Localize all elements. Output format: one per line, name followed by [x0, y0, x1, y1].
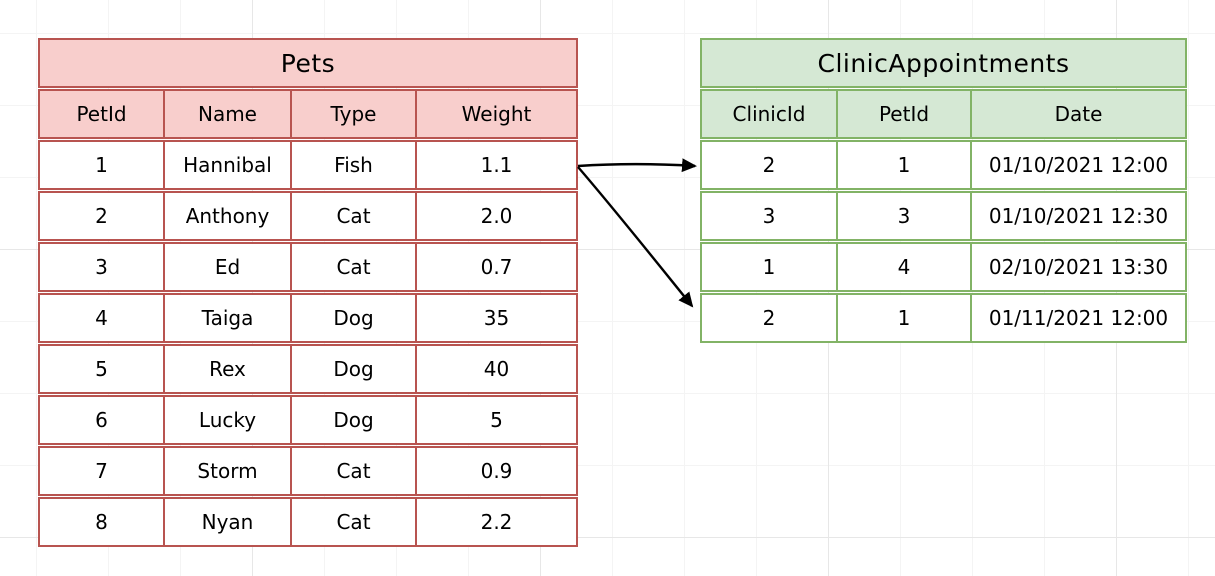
table-cell[interactable]: 01/10/2021 12:30 — [988, 204, 1169, 228]
column-header[interactable]: PetId — [40, 91, 165, 137]
table-cell[interactable]: 1 — [838, 142, 972, 188]
table-cell[interactable]: 2 — [40, 193, 165, 239]
table-cell[interactable]: Cat — [292, 448, 417, 494]
column-header[interactable]: ClinicId — [702, 91, 838, 137]
table-cell[interactable]: 1 — [40, 142, 165, 188]
relation-arrow-pets1-to-appointment4[interactable] — [577, 166, 694, 308]
table-cell[interactable]: Cat — [292, 193, 417, 239]
column-header[interactable]: PetId — [838, 91, 972, 137]
table-cell[interactable]: 1.1 — [480, 153, 513, 177]
table-cell[interactable]: 8 — [40, 499, 165, 545]
table-cell[interactable]: 40 — [483, 357, 510, 381]
pets-table-title[interactable]: Pets — [38, 38, 578, 88]
table-cell[interactable]: 1 — [838, 295, 972, 341]
column-header[interactable]: Date — [1054, 102, 1103, 126]
table-cell[interactable]: Hannibal — [165, 142, 292, 188]
column-header[interactable]: Name — [165, 91, 292, 137]
table-cell[interactable]: Rex — [165, 346, 292, 392]
table-cell[interactable]: Nyan — [165, 499, 292, 545]
relation-arrow-pets1-to-appointment1[interactable] — [577, 158, 697, 173]
table-cell[interactable]: 01/10/2021 12:00 — [988, 153, 1169, 177]
table-cell[interactable]: 6 — [40, 397, 165, 443]
table-cell[interactable]: Storm — [165, 448, 292, 494]
table-cell[interactable]: 4 — [40, 295, 165, 341]
table-cell[interactable]: 01/11/2021 12:00 — [988, 306, 1169, 330]
table-cell[interactable]: 2 — [702, 295, 838, 341]
column-header[interactable]: Type — [292, 91, 417, 137]
table-cell[interactable]: 0.9 — [480, 459, 513, 483]
table-cell[interactable]: 3 — [702, 193, 838, 239]
column-header[interactable]: Weight — [461, 102, 532, 126]
table-cell[interactable]: 35 — [483, 306, 510, 330]
table-cell[interactable]: Anthony — [165, 193, 292, 239]
table-cell[interactable]: Lucky — [165, 397, 292, 443]
table-cell[interactable]: Dog — [292, 295, 417, 341]
table-cell[interactable]: Fish — [292, 142, 417, 188]
table-cell[interactable]: 7 — [40, 448, 165, 494]
table-cell[interactable]: 3 — [40, 244, 165, 290]
table-cell[interactable]: 2 — [702, 142, 838, 188]
table-cell[interactable]: Dog — [292, 346, 417, 392]
clinic-appointments-table-title[interactable]: ClinicAppointments — [700, 38, 1187, 88]
table-cell[interactable]: Ed — [165, 244, 292, 290]
table-cell[interactable]: 5 — [490, 408, 503, 432]
table-cell[interactable]: 5 — [40, 346, 165, 392]
table-cell[interactable]: 2.2 — [480, 510, 513, 534]
table-cell[interactable]: 3 — [838, 193, 972, 239]
table-cell[interactable]: Taiga — [165, 295, 292, 341]
table-cell[interactable]: 0.7 — [480, 255, 513, 279]
table-cell[interactable]: Cat — [292, 499, 417, 545]
table-cell[interactable]: 2.0 — [480, 204, 513, 228]
table-cell[interactable]: 4 — [838, 244, 972, 290]
table-cell[interactable]: 1 — [702, 244, 838, 290]
table-cell[interactable]: 02/10/2021 13:30 — [988, 255, 1169, 279]
table-cell[interactable]: Cat — [292, 244, 417, 290]
table-cell[interactable]: Dog — [292, 397, 417, 443]
